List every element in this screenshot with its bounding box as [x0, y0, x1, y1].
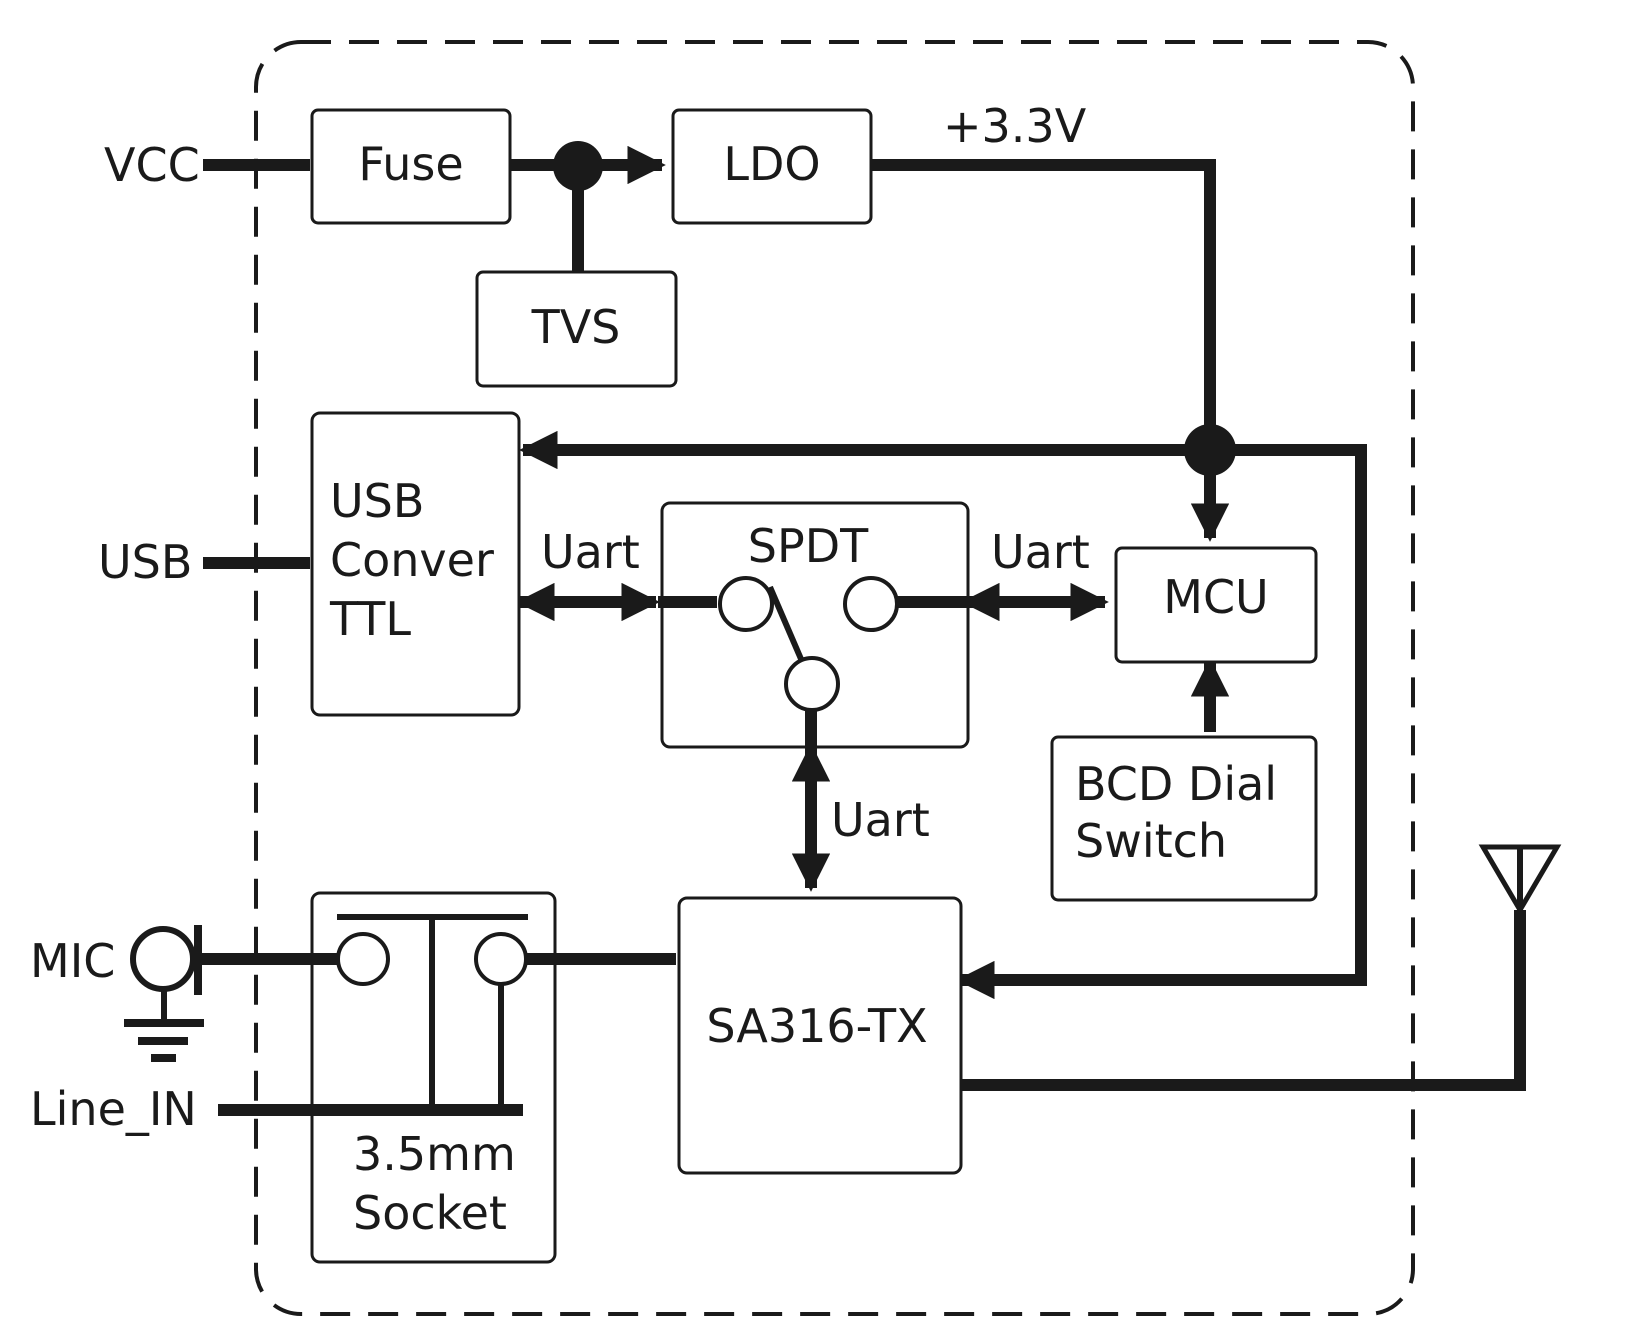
spdt-terminal-left [718, 576, 774, 632]
uart-down-label: Uart [831, 793, 930, 847]
antenna-wire [954, 910, 1526, 1091]
usb-converter-label-line1: USB [330, 474, 424, 528]
socket-terminal-left [336, 932, 390, 986]
spdt-terminal-common [784, 656, 840, 712]
tvs-label: TVS [531, 300, 621, 354]
bcd-label-line2: Switch [1075, 814, 1227, 868]
spdt-lever-inner [767, 585, 804, 661]
sa316-block [677, 896, 963, 1175]
uart-right-label: Uart [991, 525, 1090, 579]
socket-label-line1: 3.5mm [353, 1127, 516, 1181]
usb-label: USB [98, 535, 192, 589]
bcd-label-line1: BCD Dial [1075, 757, 1277, 811]
module-boundary [254, 40, 1415, 1316]
rail-sa316-wire [956, 444, 1367, 1000]
junction-node-rail [1184, 424, 1236, 476]
microphone-icon [130, 926, 196, 992]
socket-label-line2: Socket [353, 1186, 507, 1240]
fuse-block [310, 108, 512, 225]
ldo-block [671, 108, 873, 225]
junction-node-fuse [553, 141, 603, 191]
rail-voltage-label: +3.3V [943, 99, 1087, 153]
vcc-label: VCC [104, 138, 200, 192]
rail-wire [866, 159, 1216, 450]
socket-terminal-right [474, 932, 528, 986]
line-in-label: Line_IN [30, 1082, 197, 1136]
mcu-block [1114, 546, 1318, 664]
mcu-label: MCU [1163, 570, 1268, 624]
bcd-block [1050, 735, 1318, 902]
spdt-terminal-right [843, 576, 899, 632]
fuse-label: Fuse [358, 137, 463, 191]
usb-converter-block [310, 411, 521, 717]
mic-label: MIC [30, 934, 115, 988]
sa316-label: SA316-TX [706, 999, 927, 1053]
spdt-label: SPDT [748, 519, 869, 573]
uart-left-label: Uart [541, 525, 640, 579]
ldo-label: LDO [723, 137, 820, 191]
tvs-block [475, 270, 678, 388]
usb-converter-label-line2: Conver [330, 533, 494, 587]
usb-converter-label-line3: TTL [329, 592, 411, 646]
